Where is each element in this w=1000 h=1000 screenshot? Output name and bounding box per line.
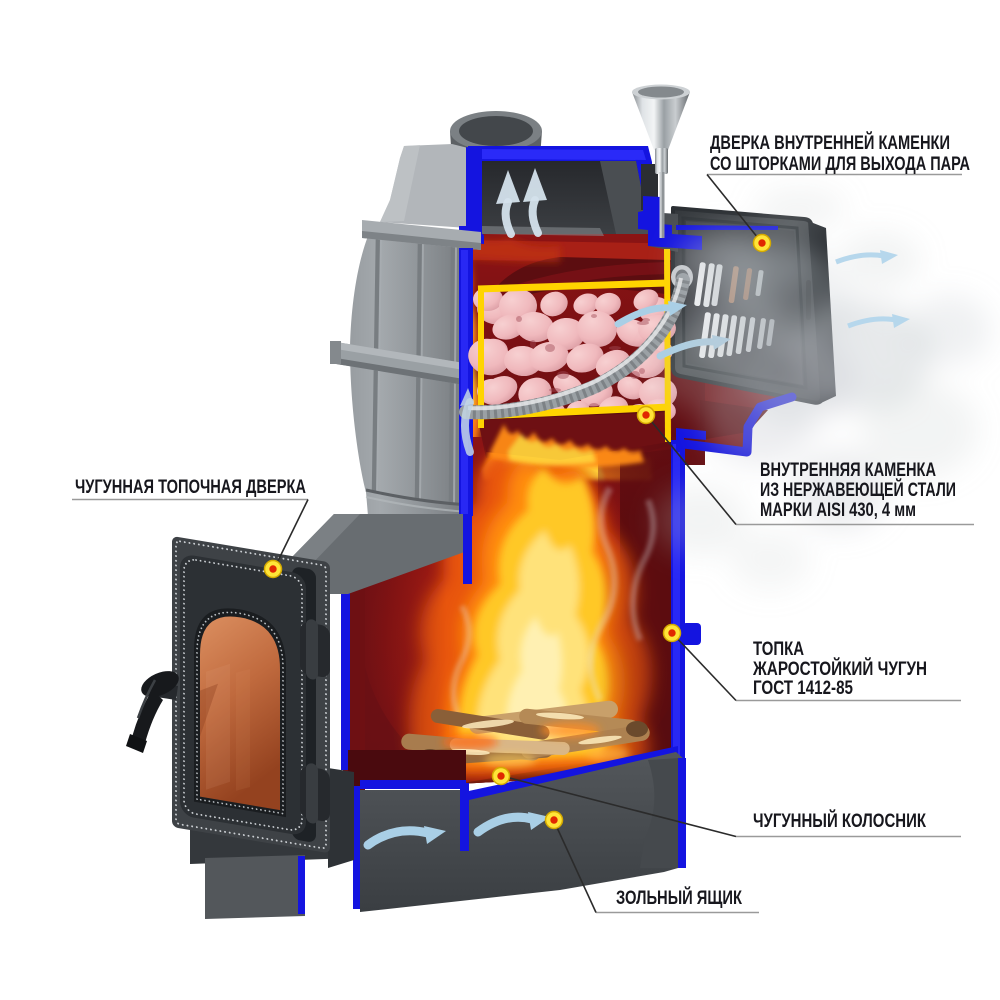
svg-text:СО ШТОРКАМИ ДЛЯ ВЫХОДА ПАРА: СО ШТОРКАМИ ДЛЯ ВЫХОДА ПАРА (710, 154, 970, 175)
svg-text:ЧУГУННАЯ ТОПОЧНАЯ ДВЕРКА: ЧУГУННАЯ ТОПОЧНАЯ ДВЕРКА (75, 477, 306, 498)
svg-text:ГОСТ 1412-85: ГОСТ 1412-85 (753, 678, 853, 699)
svg-text:ЖАРОСТОЙКИЙ ЧУГУН: ЖАРОСТОЙКИЙ ЧУГУН (752, 658, 927, 680)
svg-text:ВНУТРЕННЯЯ КАМЕНКА: ВНУТРЕННЯЯ КАМЕНКА (760, 460, 936, 481)
svg-text:ИЗ НЕРЖАВЕЮЩЕЙ СТАЛИ: ИЗ НЕРЖАВЕЮЩЕЙ СТАЛИ (760, 479, 956, 501)
svg-text:МАРКИ AISI 430, 4 мм: МАРКИ AISI 430, 4 мм (760, 500, 916, 521)
svg-text:ТОПКА: ТОПКА (753, 639, 804, 660)
svg-text:ДВЕРКА ВНУТРЕННЕЙ КАМЕНКИ: ДВЕРКА ВНУТРЕННЕЙ КАМЕНКИ (710, 132, 950, 154)
svg-text:ЧУГУННЫЙ КОЛОСНИК: ЧУГУННЫЙ КОЛОСНИК (753, 810, 926, 832)
svg-text:ЗОЛЬНЫЙ ЯЩИК: ЗОЛЬНЫЙ ЯЩИК (616, 887, 742, 909)
